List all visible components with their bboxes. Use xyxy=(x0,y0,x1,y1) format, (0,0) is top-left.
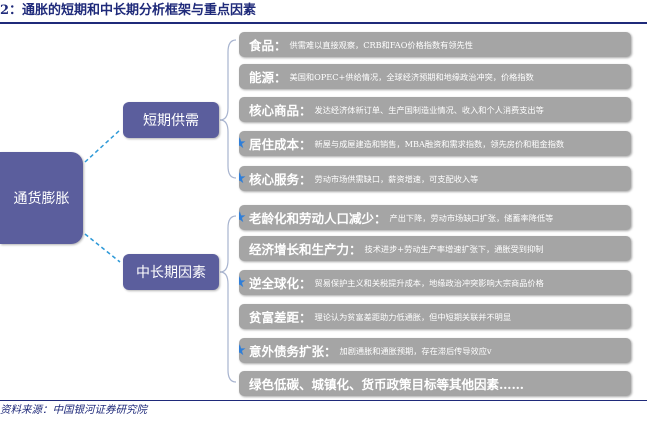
factor-description: 美国和OPEC+供给情况，全球经济预期和地缘政治冲突，价格指数 xyxy=(289,71,534,82)
long-term-bracket xyxy=(219,215,237,383)
factor-description: 供需难以直接观察，CRB和FAO价格指数有领先性 xyxy=(289,39,473,50)
factor-description: 理论认为贫富差距助力低通胀，但中短期关联并不明显 xyxy=(314,311,512,322)
star-icon: ★ xyxy=(239,273,247,291)
node-short-term: 短期供需 xyxy=(123,102,219,138)
factor-heading: 绿色低碳、城镇化、货币政策目标等其他因素…… xyxy=(249,377,525,392)
short-term-bracket xyxy=(219,39,237,179)
long-term-factor-box: ★老龄化和劳动人口减少：产出下降，劳动市场缺口扩张，储蓄率降低等 xyxy=(239,205,631,230)
source-note: 资料来源：中国银河证券研究院 xyxy=(0,404,147,416)
factor-heading: 经济增长和生产力： xyxy=(249,242,362,257)
factor-heading: 逆全球化： xyxy=(249,276,312,291)
short-term-factor-box: ★核心服务：劳动市场供需缺口，薪资增速，可支配收入等 xyxy=(239,166,631,191)
long-term-factor-box: 经济增长和生产力：技术进步+劳动生产率增速扩张下，通胀受到抑制 xyxy=(239,236,631,261)
factor-heading: 老龄化和劳动人口减少： xyxy=(249,211,387,226)
title-rule xyxy=(0,22,647,24)
star-icon: ★ xyxy=(239,341,247,359)
factor-heading: 居住成本： xyxy=(249,137,312,152)
factor-heading: 核心商品： xyxy=(249,103,312,118)
short-term-factor-box: 食品：供需难以直接观察，CRB和FAO价格指数有领先性 xyxy=(239,32,631,57)
factor-description: 加剧通胀和通胀预期，存在滞后传导效应v xyxy=(339,345,492,356)
root-node-inflation: 通货膨胀 xyxy=(0,152,83,244)
root-to-long-connector xyxy=(84,233,121,263)
factor-heading: 核心服务： xyxy=(249,172,312,187)
long-term-factor-box: ★逆全球化：贸易保护主义和关税提升成本，地缘政治冲突影响大宗商品价格 xyxy=(239,270,631,295)
star-icon: ★ xyxy=(239,134,247,152)
factor-description: 贸易保护主义和关税提升成本，地缘政治冲突影响大宗商品价格 xyxy=(314,277,544,288)
node-long-term: 中长期因素 xyxy=(123,254,219,290)
factor-description: 技术进步+劳动生产率增速扩张下，通胀受到抑制 xyxy=(364,243,544,254)
long-term-factor-box: 绿色低碳、城镇化、货币政策目标等其他因素…… xyxy=(239,371,631,396)
star-icon: ★ xyxy=(239,208,247,226)
factor-description: 产出下降，劳动市场缺口扩张，储蓄率降低等 xyxy=(389,212,554,223)
long-term-factor-box: ★意外债务扩张：加剧通胀和通胀预期，存在滞后传导效应v xyxy=(239,338,631,363)
factor-heading: 意外债务扩张： xyxy=(249,344,337,359)
footer-rule xyxy=(0,400,647,401)
short-term-factor-box: 核心商品：发达经济体新订单、生产国制造业情况、收入和个人消费支出等 xyxy=(239,97,631,122)
long-term-factor-box: 贫富差距：理论认为贫富差距助力低通胀，但中短期关联并不明显 xyxy=(239,304,631,329)
root-to-short-connector xyxy=(84,129,121,163)
factor-heading: 贫富差距： xyxy=(249,310,312,325)
factor-description: 新屋与成屋建造和销售，MBA融资和需求指数，领先房价和租金指数 xyxy=(314,138,565,149)
factor-description: 劳动市场供需缺口，薪资增速，可支配收入等 xyxy=(314,173,479,184)
figure-title: 2：通胀的短期和中长期分析框架与重点因素 xyxy=(0,3,257,18)
short-term-factor-box: ★居住成本：新屋与成屋建造和销售，MBA融资和需求指数，领先房价和租金指数 xyxy=(239,131,631,156)
factor-heading: 食品： xyxy=(249,38,287,53)
short-term-factor-box: 能源：美国和OPEC+供给情况，全球经济预期和地缘政治冲突，价格指数 xyxy=(239,64,631,89)
factor-description: 发达经济体新订单、生产国制造业情况、收入和个人消费支出等 xyxy=(314,104,544,115)
star-icon: ★ xyxy=(239,169,247,187)
factor-heading: 能源： xyxy=(249,70,287,85)
